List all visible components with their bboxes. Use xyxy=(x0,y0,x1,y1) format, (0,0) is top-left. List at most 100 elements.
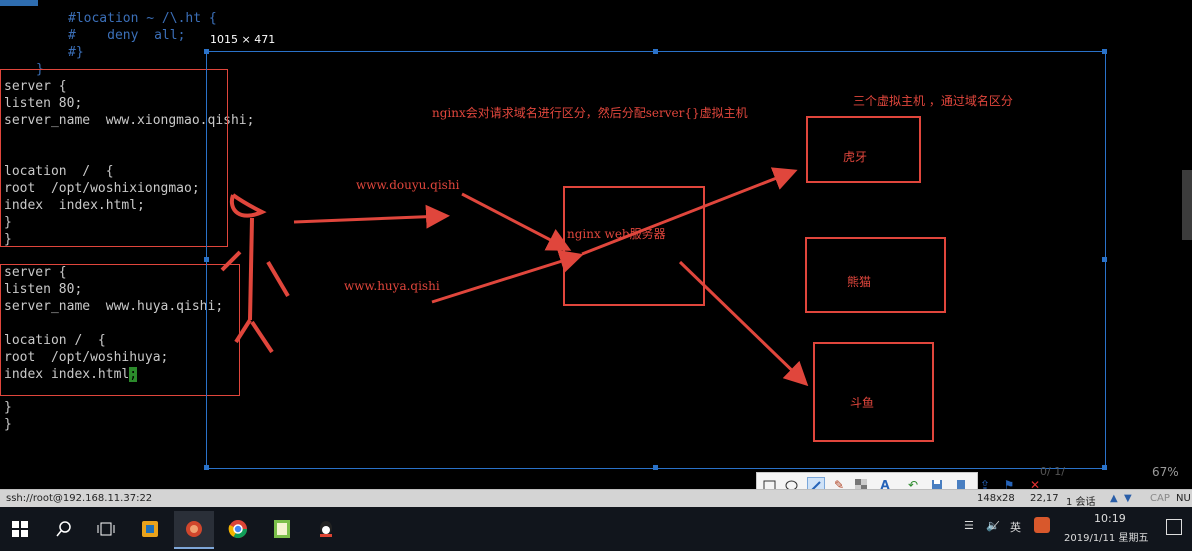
code-line: # deny all; xyxy=(68,28,186,43)
code-line: location / { xyxy=(4,164,114,179)
arrow xyxy=(293,204,450,229)
text-cursor: ; xyxy=(129,367,138,382)
windows-icon xyxy=(12,521,28,537)
caps-indicator: CAP xyxy=(1150,493,1170,504)
resize-handle[interactable] xyxy=(1102,49,1107,54)
start-button[interactable] xyxy=(0,511,40,547)
volume-muted-icon[interactable]: 🔈̸ xyxy=(986,519,1000,532)
stick-figure-leg xyxy=(234,318,252,344)
resize-handle[interactable] xyxy=(1102,257,1107,262)
page-indicator: 0/ 1/ xyxy=(1040,465,1065,478)
resize-handle[interactable] xyxy=(204,49,209,54)
code-line: root /opt/woshihuya; xyxy=(4,350,169,365)
qq-icon xyxy=(320,521,332,537)
code-line: } xyxy=(4,215,12,230)
copy-icon[interactable] xyxy=(953,477,969,493)
code-line: server_name www.huya.qishi; xyxy=(4,299,224,314)
vmware-icon xyxy=(142,521,158,537)
vhost-label-douyu: 斗鱼 xyxy=(850,396,875,410)
resize-handle[interactable] xyxy=(204,465,209,470)
cursor-position: 22,17 xyxy=(1030,493,1059,504)
douyu-domain-label: www.douyu.qishi xyxy=(356,178,460,192)
code-line: #location ~ /\.ht { xyxy=(68,11,217,26)
taskbar-app-xshell[interactable] xyxy=(174,511,214,549)
save-icon[interactable] xyxy=(929,477,945,493)
zoom-level: 67% xyxy=(1152,465,1179,479)
taskbar-app-chrome[interactable] xyxy=(218,511,258,547)
side-panel-toggle[interactable] xyxy=(1182,170,1192,240)
undo-icon[interactable]: ↶ xyxy=(907,478,919,492)
session-count: 1 会话 xyxy=(1066,497,1096,508)
stick-figure-leg xyxy=(250,320,274,354)
code-line: } xyxy=(4,232,12,247)
virtual-hosts-note: 三个虚拟主机 ，通过域名区分 xyxy=(853,94,1013,108)
arrow xyxy=(678,260,809,387)
selection-size-label: 1015 × 471 xyxy=(210,33,276,46)
clock-time[interactable]: 10:19 xyxy=(1094,512,1126,525)
taskbar-app-qq[interactable] xyxy=(306,511,346,547)
pen-tool-icon[interactable]: ✎ xyxy=(833,478,845,492)
taskbar-app-vmware[interactable] xyxy=(130,511,170,547)
share-icon[interactable]: ⇪ xyxy=(979,478,991,492)
text-tool-icon[interactable]: A xyxy=(880,478,890,492)
mosaic-tool-icon[interactable] xyxy=(853,477,869,493)
stick-figure-body xyxy=(248,217,254,321)
nginx-server-label: nginx web服务器 xyxy=(567,227,666,241)
code-line: location / { xyxy=(4,333,106,348)
scroll-up-icon[interactable]: ▲ xyxy=(1110,493,1118,504)
resize-handle[interactable] xyxy=(204,257,209,262)
sogou-icon[interactable] xyxy=(1034,517,1050,533)
code-line: server { xyxy=(4,79,67,94)
chrome-icon xyxy=(228,520,247,539)
stick-figure-arm xyxy=(220,250,242,272)
search-icon xyxy=(56,521,71,537)
numlock-indicator: NU xyxy=(1176,493,1191,504)
ime-indicator[interactable]: 英 xyxy=(1010,521,1021,534)
code-line: server_name www.xiongmao.qishi; xyxy=(4,113,255,128)
stick-figure-arm xyxy=(266,260,290,298)
clock-date[interactable]: 2019/1/11 星期五 xyxy=(1064,533,1149,544)
session-address: ssh://root@192.168.11.37:22 xyxy=(6,493,153,504)
vhost-label-xiongmao: 熊猫 xyxy=(847,275,872,289)
xshell-icon xyxy=(186,521,202,537)
huya-domain-label: www.huya.qishi xyxy=(344,279,440,293)
code-line: } xyxy=(4,400,12,415)
resize-handle[interactable] xyxy=(1102,465,1107,470)
network-icon[interactable]: ☰ xyxy=(964,519,974,532)
cancel-icon[interactable]: ✕ xyxy=(1029,478,1041,492)
notification-icon[interactable] xyxy=(1166,519,1182,535)
vhost-box-huya xyxy=(806,116,921,183)
arrow xyxy=(461,192,572,251)
code-line: server { xyxy=(4,265,67,280)
arrow xyxy=(431,249,584,304)
terminal-tab[interactable] xyxy=(0,0,38,6)
vhost-label-huya: 虎牙 xyxy=(843,150,868,164)
terminal-window[interactable]: #location ~ /\.ht { # deny all; #} } ser… xyxy=(0,0,1192,489)
code-line-text: index index.html xyxy=(4,367,130,382)
code-line: index index.html; xyxy=(4,366,138,383)
task-view-icon xyxy=(97,522,115,536)
resize-handle[interactable] xyxy=(653,465,658,470)
arrow xyxy=(581,167,798,256)
resize-handle[interactable] xyxy=(653,49,658,54)
code-line: index index.html; xyxy=(4,198,145,213)
pin-icon[interactable]: ⚑ xyxy=(1003,478,1015,492)
vhost-box-xiongmao xyxy=(805,237,946,313)
code-line: root /opt/woshixiongmao; xyxy=(4,181,200,196)
scroll-down-icon[interactable]: ▼ xyxy=(1124,493,1132,504)
notepad-icon xyxy=(274,520,290,538)
terminal-size: 148x28 xyxy=(977,493,1015,504)
taskbar: ☰ 🔈̸ 英 10:19 2019/1/11 星期五 xyxy=(0,507,1192,551)
code-line: #} xyxy=(68,45,84,60)
code-line: listen 80; xyxy=(4,96,83,111)
annotation-drawings xyxy=(220,167,809,387)
search-button[interactable] xyxy=(44,511,84,547)
server-block-highlight xyxy=(0,264,240,396)
server-block-highlight xyxy=(0,69,228,247)
taskbar-app-notepad[interactable] xyxy=(262,511,302,547)
task-view-button[interactable] xyxy=(86,511,126,547)
code-line: } xyxy=(4,417,12,432)
stick-figure-head xyxy=(229,193,267,218)
vhost-box-douyu xyxy=(813,342,934,442)
code-line: listen 80; xyxy=(4,282,83,297)
